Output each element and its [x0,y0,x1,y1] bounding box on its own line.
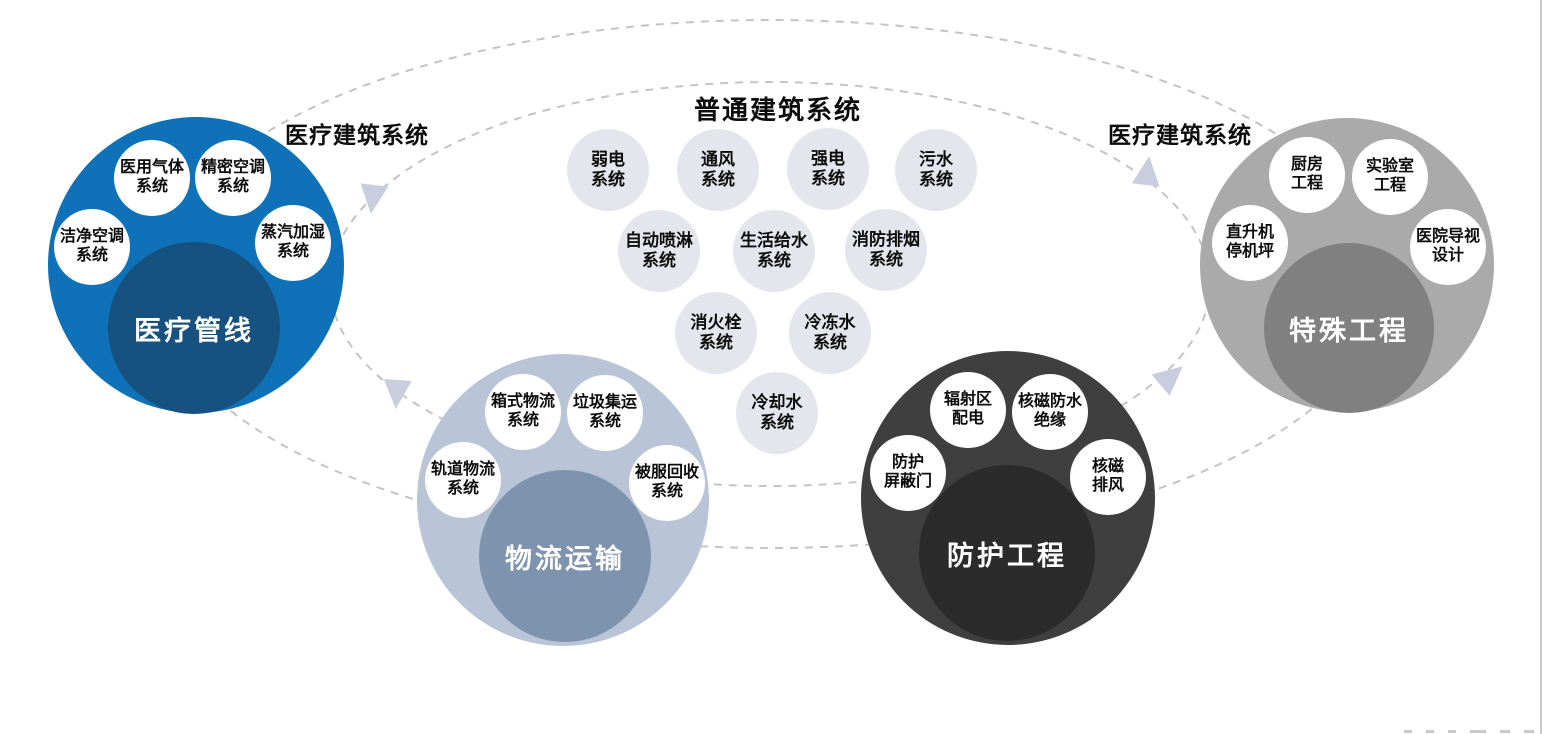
satellite-mri-waterproof: 核磁防水 绝缘 [1012,374,1088,450]
center-group-title: 普通建筑系统 [693,95,862,125]
satellite-steam-humidify: 蒸汽加湿 系统 [255,205,331,281]
common-domestic-water: 生活给水 系统 [733,210,815,292]
common-smoke-exhaust: 消防排烟 系统 [845,209,927,291]
flow-arrow-right-top [1131,156,1160,187]
satellite-mri-exhaust: 核磁 排风 [1070,439,1146,515]
satellite-helipad: 直升机 停机坪 [1212,205,1288,281]
satellite-kitchen: 厨房 工程 [1269,137,1345,213]
common-ventilation: 通风 系统 [677,129,759,211]
watermark-fragment [1404,730,1534,733]
satellite-waste-collection: 垃圾集运 系统 [567,375,643,451]
right-group-title: 医疗建筑系统 [1108,122,1252,148]
common-fire-hydrant: 消火栓 系统 [675,292,757,374]
special-core-label: 特殊工程 [1289,315,1409,346]
common-sewage: 污水 系统 [895,129,977,211]
common-sprinkler: 自动喷淋 系统 [618,210,700,292]
special-inner-circle: 特殊工程 [1264,243,1434,413]
satellite-clean-hvac: 洁净空调 系统 [54,209,130,285]
medical-pipeline-inner-circle: 医疗管线 [108,242,280,414]
protection-core-label: 防护工程 [947,540,1067,571]
medical-pipeline-core-label: 医疗管线 [134,315,254,346]
common-weak-current: 弱电 系统 [567,129,649,211]
logistics-inner-circle: 物流运输 [479,470,651,642]
satellite-rail-logistics: 轨道物流 系统 [425,442,501,518]
satellite-laboratory: 实验室 工程 [1352,139,1428,215]
common-cooling-water: 冷却水 系统 [736,372,818,454]
logistics-core-label: 物流运输 [505,543,625,574]
flow-arrow-right-bottom [1151,366,1183,396]
satellite-precision-hvac: 精密空调 系统 [195,140,271,216]
satellite-linen-recycling: 被服回收 系统 [629,445,705,521]
flow-arrow-left-bottom [383,379,412,409]
satellite-box-logistics: 箱式物流 系统 [485,374,561,450]
protection-inner-circle: 防护工程 [919,465,1095,641]
flow-arrow-left-top [360,183,389,214]
satellite-medical-gas: 医用气体 系统 [114,140,190,216]
satellite-shield-door: 防护 屏蔽门 [870,435,946,511]
common-strong-current: 强电 系统 [787,128,869,210]
satellite-radiation-power: 辐射区 配电 [930,372,1006,448]
satellite-wayfinding: 医院导视 设计 [1410,209,1486,285]
left-group-title: 医疗建筑系统 [285,122,429,148]
common-chilled-water: 冷冻水 系统 [789,292,871,374]
